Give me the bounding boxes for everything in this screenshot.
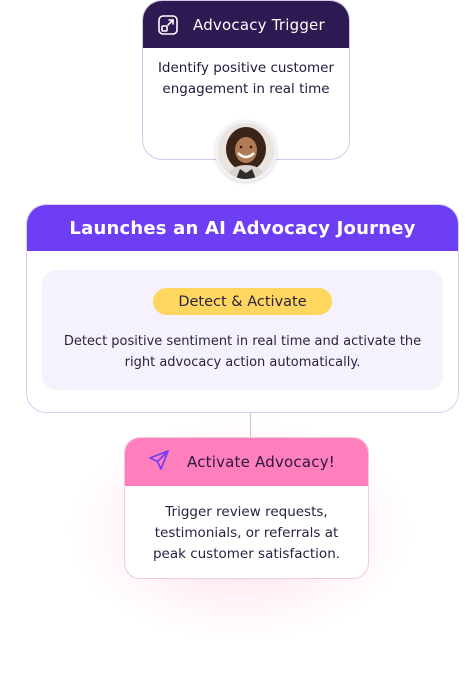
open-external-icon [157, 14, 179, 36]
advocacy-trigger-header: Advocacy Trigger [143, 1, 349, 48]
advocacy-trigger-title: Advocacy Trigger [193, 15, 325, 34]
detect-activate-badge: Detect & Activate [153, 288, 332, 315]
advocacy-trigger-card: Advocacy Trigger Identify positive custo… [142, 0, 350, 160]
ai-advocacy-journey-card: Launches an AI Advocacy Journey Detect &… [26, 204, 459, 413]
activate-advocacy-title: Activate Advocacy! [187, 453, 335, 471]
journey-panel: Detect & Activate Detect positive sentim… [42, 270, 443, 390]
activate-advocacy-card: Activate Advocacy! Trigger review reques… [124, 437, 369, 579]
advocacy-trigger-description: Identify positive customer engagement in… [157, 60, 335, 97]
connector-line [250, 413, 251, 439]
journey-description: Detect positive sentiment in real time a… [63, 334, 422, 370]
journey-title: Launches an AI Advocacy Journey [27, 205, 458, 251]
send-icon [147, 448, 171, 476]
activate-advocacy-header: Activate Advocacy! [125, 438, 368, 486]
activate-advocacy-description: Trigger review requests, testimonials, o… [152, 504, 341, 562]
customer-avatar [215, 120, 277, 182]
